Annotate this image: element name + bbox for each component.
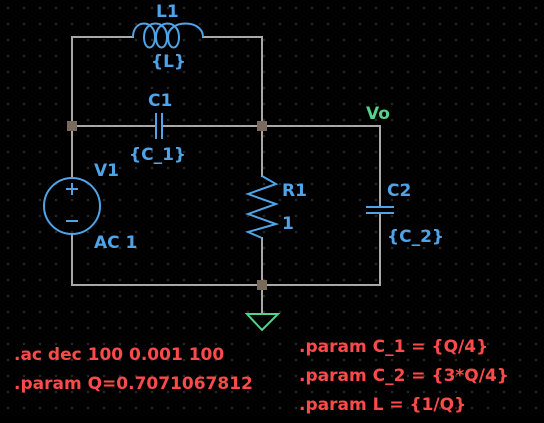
wire-mid-right xyxy=(161,125,381,206)
wire-top-right xyxy=(202,36,263,127)
capacitor-c2-ref: C2 xyxy=(387,181,411,201)
junction-node-mid xyxy=(257,121,267,131)
junction-nodes xyxy=(67,121,267,290)
wires xyxy=(71,36,381,315)
directive-param-c2[interactable]: .param C_2 = {3*Q/4} xyxy=(299,366,509,386)
wire-c2-bottom xyxy=(261,214,381,286)
directive-param-c1[interactable]: .param C_1 = {Q/4} xyxy=(299,337,488,357)
capacitor-c1-ref: C1 xyxy=(148,91,172,111)
directive-ac[interactable]: .ac dec 100 0.001 100 xyxy=(14,345,224,365)
resistor-r1-symbol[interactable] xyxy=(245,175,280,239)
inductor-l1-value: {L} xyxy=(151,52,186,72)
resistor-r1-value: 1 xyxy=(282,214,294,234)
junction-node-bottom xyxy=(257,280,267,290)
directive-param-q[interactable]: .param Q=0.7071067812 xyxy=(14,374,253,394)
junction-node-left xyxy=(67,121,77,131)
capacitor-c1-symbol[interactable] xyxy=(155,113,163,139)
ground-symbol[interactable] xyxy=(244,313,281,332)
capacitor-c2-symbol[interactable] xyxy=(366,206,394,214)
wire-top-left xyxy=(71,36,134,127)
inductor-l1-symbol[interactable] xyxy=(132,22,204,49)
voltage-source-v1-ref: V1 xyxy=(94,161,119,181)
inductor-l1-ref: L1 xyxy=(156,2,179,22)
wire-source-bottom xyxy=(71,234,263,286)
net-label-vo[interactable]: Vo xyxy=(366,104,390,124)
capacitor-c1-value: {C_1} xyxy=(129,145,186,165)
capacitor-c2-value: {C_2} xyxy=(387,227,444,247)
voltage-source-v1-symbol[interactable] xyxy=(43,177,101,235)
resistor-r1-ref: R1 xyxy=(282,181,307,201)
voltage-source-v1-value: AC 1 xyxy=(94,233,137,253)
directive-param-l[interactable]: .param L = {1/Q} xyxy=(299,395,466,415)
